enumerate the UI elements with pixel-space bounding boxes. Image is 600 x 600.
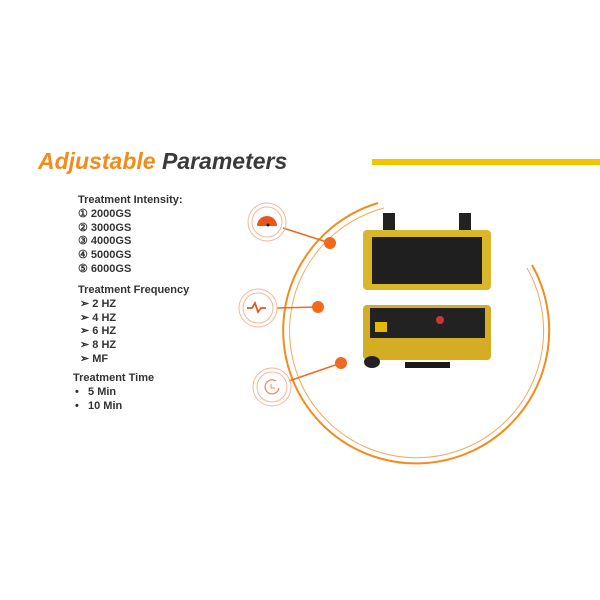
accent-bar [372, 159, 600, 165]
frequency-list: Treatment Frequency ➢ 2 HZ ➢ 4 HZ ➢ 6 HZ… [78, 284, 189, 367]
list-item: ③ 4000GS [78, 235, 132, 248]
list-item: ➢ 6 HZ [80, 325, 117, 338]
frequency-heading: Treatment Frequency [78, 284, 190, 296]
timer-icon [252, 367, 292, 407]
list-item: ④ 5000GS [78, 249, 132, 262]
list-item: ⑤ 6000GS [78, 262, 132, 275]
pulse-icon [238, 288, 278, 328]
time-heading: Treatment Time [73, 372, 155, 384]
list-item: • 10 Min [75, 399, 123, 412]
intensity-list: Treatment Intensity: ① 2000GS ② 3000GS ③… [78, 194, 183, 277]
time-list: Treatment Time • 5 Min • 10 Min [73, 372, 154, 413]
list-item: ② 3000GS [78, 221, 132, 234]
list-item: ➢ 2 HZ [80, 297, 117, 310]
device-case-image [363, 213, 491, 368]
list-item: ➢ 8 HZ [80, 339, 117, 352]
page-title: Adjustable Parameters [38, 148, 288, 174]
list-item: ➢ 4 HZ [80, 311, 117, 324]
list-item: ① 2000GS [78, 207, 132, 220]
gauge-icon [247, 202, 287, 242]
list-item: ➢ MF [80, 352, 109, 365]
intensity-heading: Treatment Intensity: [78, 194, 183, 206]
list-item: • 5 Min [75, 385, 117, 398]
orbit-arcs [282, 202, 551, 465]
connector-dots [312, 237, 347, 369]
